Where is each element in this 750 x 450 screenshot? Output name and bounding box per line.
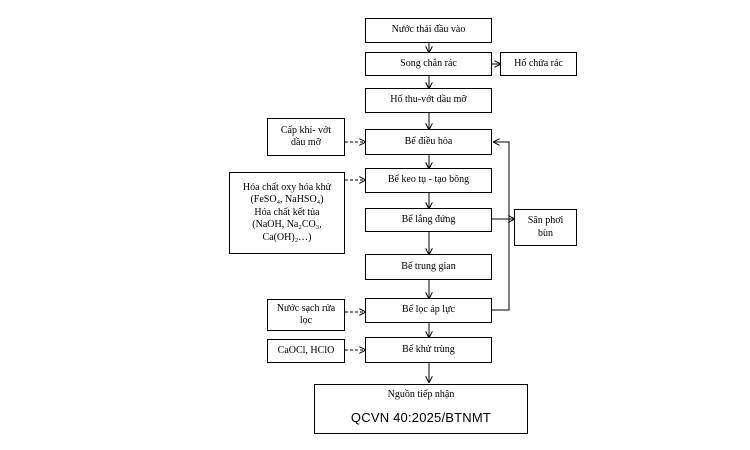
node-wastewater-in: Nước thải đầu vào xyxy=(365,18,492,43)
node-backwash: Nước sạch rửa lọc xyxy=(267,299,345,331)
node-receiving: Nguồn tiếp nhận QCVN 40:2025/BTNMT xyxy=(314,384,528,434)
node-sludge-bed: Sân phơi bùn xyxy=(514,209,577,246)
node-chemicals: Hóa chất oxy hóa khử (FeSO₄, NaHSO₄) Hóa… xyxy=(229,172,345,254)
node-settling: Bể lắng đứng xyxy=(365,208,492,232)
standard-label: QCVN 40:2025/BTNMT xyxy=(350,409,492,425)
node-trash-pit: Hố chứa rác xyxy=(500,52,577,76)
node-disinfectant: CaOCl, HClO xyxy=(267,339,345,363)
node-equalization: Bể điều hòa xyxy=(365,129,492,155)
node-screen: Song chắn rác xyxy=(365,52,492,76)
node-air-oil: Cấp khí- vớt dầu mỡ xyxy=(267,118,345,156)
node-coag-floc: Bể keo tụ - tạo bông xyxy=(365,168,492,193)
node-disinfection: Bể khử trùng xyxy=(365,337,492,363)
return-filter-to-equalization xyxy=(492,141,510,311)
node-oil-trap: Hố thu-vớt dầu mỡ xyxy=(365,88,492,113)
node-pressure-filter: Bể lọc áp lực xyxy=(365,298,492,323)
node-intermediate: Bể trung gian xyxy=(365,254,492,280)
